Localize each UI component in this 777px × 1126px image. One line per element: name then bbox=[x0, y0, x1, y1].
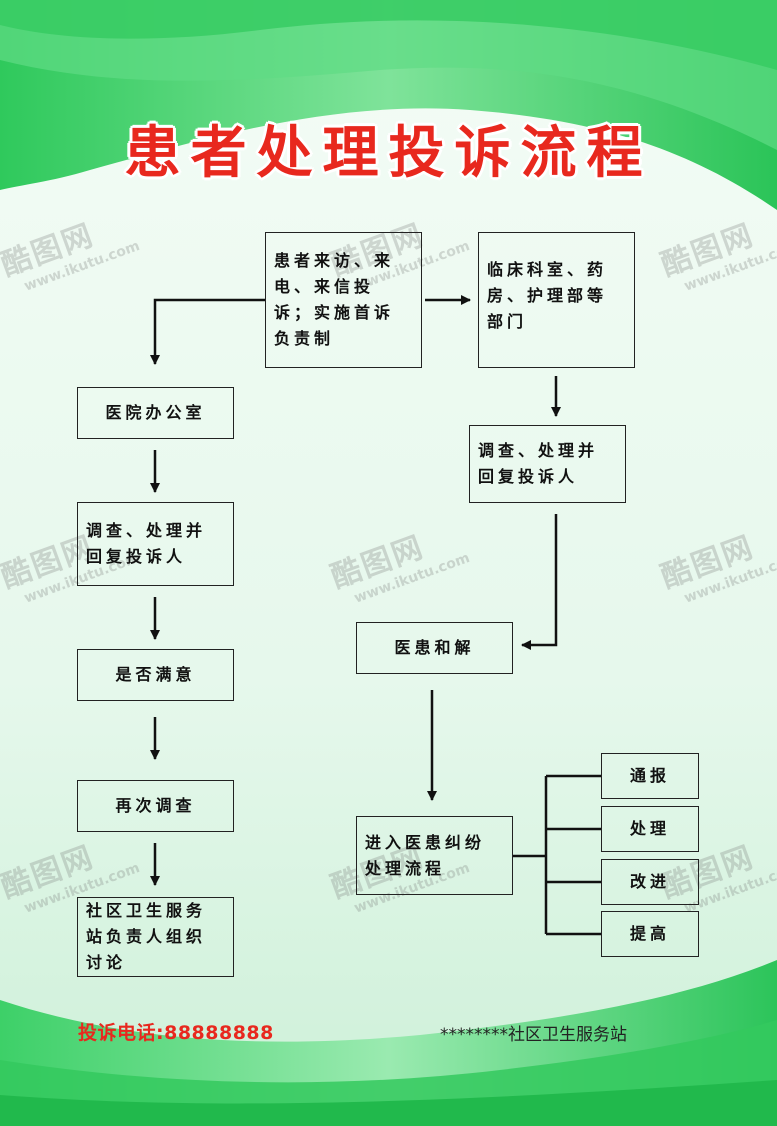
arrow-visit-to-office bbox=[150, 298, 265, 365]
node-reconcile: 医患和解 bbox=[356, 622, 513, 674]
organization-name: ********社区卫生服务站 bbox=[440, 1025, 627, 1045]
node-satisfied: 是否满意 bbox=[77, 649, 234, 701]
node-dispute-process: 进入医患纠纷处理流程 bbox=[356, 816, 513, 895]
node-improve: 改进 bbox=[601, 859, 699, 905]
node-left-investigate: 调查、处理并回复投诉人 bbox=[77, 502, 234, 586]
node-hospital-office: 医院办公室 bbox=[77, 387, 234, 439]
node-departments: 临床科室、药房、护理部等部门 bbox=[478, 232, 635, 368]
node-notify: 通报 bbox=[601, 753, 699, 799]
node-raise: 提高 bbox=[601, 911, 699, 957]
poster-title: 患者处理投诉流程 bbox=[124, 121, 653, 186]
node-complaint-intake: 患者来访、来电、来信投诉；实施首诉负责制 bbox=[265, 232, 422, 368]
node-handle: 处理 bbox=[601, 806, 699, 852]
arrow-investigate-to-reconcile bbox=[521, 514, 558, 650]
node-reinvestigate: 再次调查 bbox=[77, 780, 234, 832]
node-right-investigate: 调查、处理并回复投诉人 bbox=[469, 425, 626, 503]
complaint-phone: 投诉电话:88888888 bbox=[78, 1022, 274, 1044]
node-community-discussion: 社区卫生服务站负责人组织讨论 bbox=[77, 897, 234, 977]
